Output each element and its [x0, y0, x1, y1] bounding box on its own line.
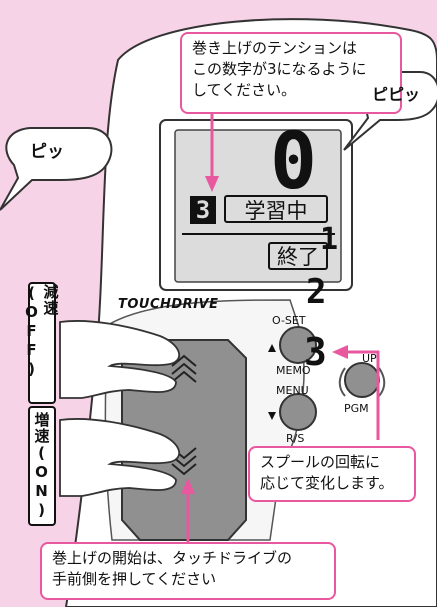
lcd-end-label: 終了 — [268, 242, 328, 270]
menu-rs-button[interactable] — [280, 394, 316, 430]
callout-spool-line2: 応じて変化します。 — [260, 474, 394, 492]
touch-drive-front-zone[interactable] — [140, 440, 236, 535]
speech-bubble-left — [0, 127, 113, 211]
callout-start-line1: 巻上げの開始は、タッチドライブの — [52, 549, 293, 567]
falling-digit-1: 1 — [320, 222, 339, 257]
lcd-learning-label: 学習中 — [224, 195, 328, 223]
callout-start: 巻上げの開始は、タッチドライブの 手前側を押してください — [40, 542, 336, 600]
menu-rs-button-shape — [279, 393, 317, 431]
callout-start-line2: 手前側を押してください — [52, 570, 217, 588]
chevron-up-icon — [171, 354, 197, 383]
callout-spool: スプールの回転に 応じて変化します。 — [248, 446, 416, 502]
lcd-screen — [174, 129, 342, 283]
arrow-up-icon — [181, 478, 195, 494]
lcd-big-digit: 0 — [270, 117, 317, 207]
up-label: UP — [362, 352, 377, 365]
menu-label: MENU — [276, 384, 309, 397]
callout-tension-line2: この数字が3になるように — [192, 60, 367, 78]
triangle-down-icon — [268, 412, 276, 420]
label-decelerate: 減速(OFF) — [23, 282, 60, 404]
bubble-right-text: ピピッ — [372, 85, 421, 104]
bubble-left-text: ピッ — [30, 142, 64, 162]
callout-spool-line1: スプールの回転に — [260, 453, 381, 471]
falling-digit-3: 3 — [304, 330, 327, 374]
up-pgm-button[interactable] — [345, 363, 379, 397]
memo-label: MEMO — [276, 364, 311, 377]
label-accelerate: 増速(ON) — [28, 406, 56, 526]
oset-label: O-SET — [272, 314, 306, 327]
lcd-tension-value: 3 — [190, 196, 216, 224]
oset-memo-button-shape — [279, 326, 317, 364]
callout-tension: 巻き上げのテンションは この数字が3になるように してください。 — [180, 32, 402, 114]
touch-drive-rear-zone[interactable] — [140, 345, 236, 435]
hand-lower — [59, 418, 181, 497]
brand-logo: TOUCHDRIVE — [118, 297, 219, 312]
arrow-down-icon — [205, 176, 219, 192]
oset-memo-button[interactable] — [280, 327, 316, 363]
falling-digit-2: 2 — [306, 272, 327, 312]
callout-tension-line3: してください。 — [192, 81, 297, 99]
arrow-left-icon — [332, 345, 348, 359]
triangle-up-icon — [268, 344, 276, 352]
hand-upper — [59, 320, 181, 399]
rs-label: R/S — [286, 432, 305, 445]
pgm-label: PGM — [344, 402, 369, 415]
callout-tension-line1: 巻き上げのテンションは — [192, 39, 358, 57]
